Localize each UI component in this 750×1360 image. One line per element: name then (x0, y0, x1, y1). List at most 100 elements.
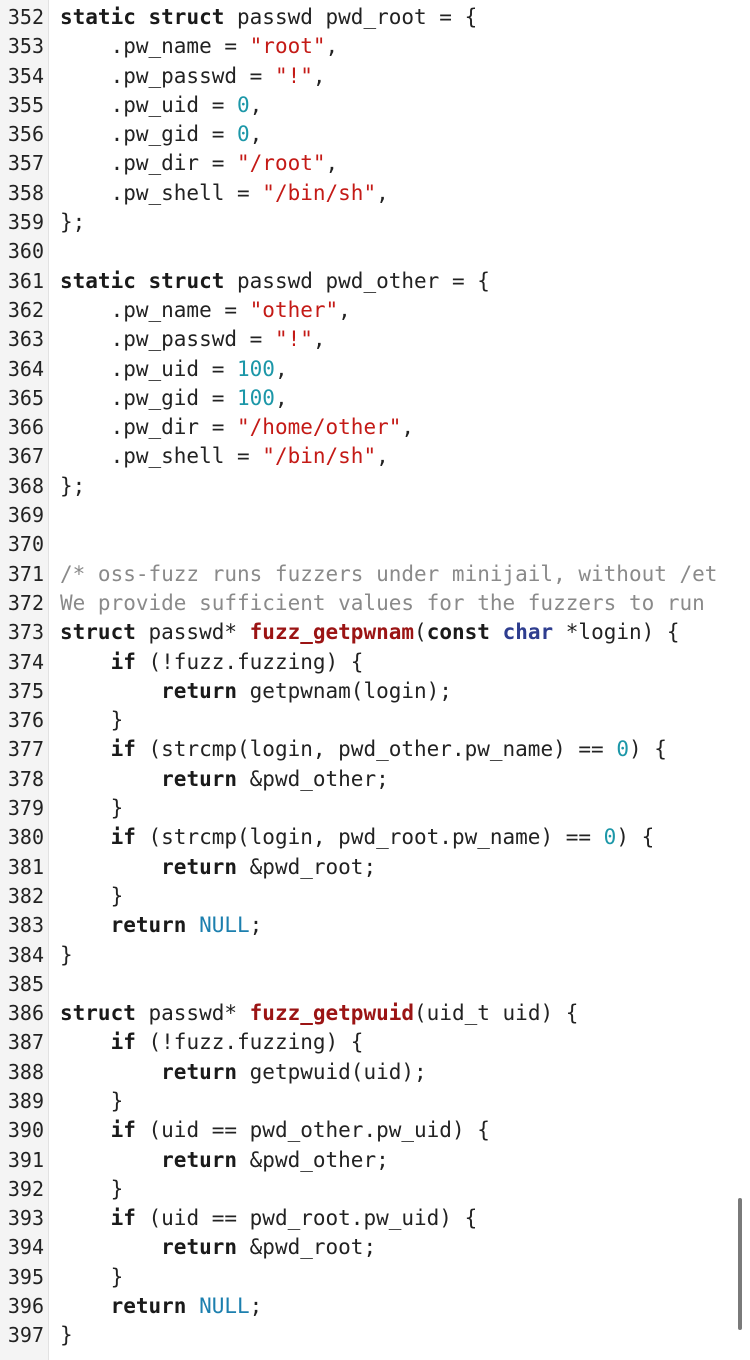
code-line[interactable]: 368}; (0, 472, 750, 501)
code-text: ( (414, 620, 427, 645)
code-text: (strcmp(login, pwd_other.pw_name) == (135, 737, 617, 762)
line-number: 356 (7, 122, 44, 147)
line-text: .pw_passwd = "!", (60, 325, 326, 354)
code-line[interactable]: 379 } (0, 794, 750, 823)
keyword-token: return (161, 766, 238, 791)
code-line[interactable]: 387 if (!fuzz.fuzzing) { (0, 1028, 750, 1057)
code-text: , (325, 151, 339, 176)
code-line[interactable]: 377 if (strcmp(login, pwd_other.pw_name)… (0, 735, 750, 764)
code-line[interactable]: 381 return &pwd_root; (0, 853, 750, 882)
line-text: .pw_shell = "/bin/sh", (60, 442, 389, 471)
line-number-gutter (0, 0, 49, 1360)
code-line[interactable]: 396 return NULL; (0, 1292, 750, 1321)
string-literal: "other" (249, 297, 339, 322)
code-line[interactable]: 380 if (strcmp(login, pwd_root.pw_name) … (0, 823, 750, 852)
code-text: .pw_uid = (60, 92, 238, 117)
line-number: 363 (7, 327, 44, 352)
code-line[interactable]: 375 return getpwnam(login); (0, 677, 750, 706)
code-line[interactable]: 358 .pw_shell = "/bin/sh", (0, 179, 750, 208)
code-line[interactable]: 393 if (uid == pwd_root.pw_uid) { (0, 1204, 750, 1233)
code-line[interactable]: 388 return getpwuid(uid); (0, 1058, 750, 1087)
code-line[interactable]: 389 } (0, 1087, 750, 1116)
code-text: .pw_gid = (60, 385, 238, 410)
code-line[interactable]: 394 return &pwd_root; (0, 1233, 750, 1262)
line-number: 392 (7, 1176, 44, 1201)
code-line[interactable]: 395 } (0, 1263, 750, 1292)
line-text: struct passwd* fuzz_getpwnam(const char … (60, 618, 680, 647)
line-text: struct passwd* fuzz_getpwuid(uid_t uid) … (60, 999, 578, 1028)
code-line[interactable]: 397} (0, 1321, 750, 1350)
code-line[interactable]: 369 (0, 501, 750, 530)
code-line[interactable]: 383 return NULL; (0, 911, 750, 940)
line-text: if (uid == pwd_other.pw_uid) { (60, 1116, 490, 1145)
code-line[interactable]: 355 .pw_uid = 0, (0, 91, 750, 120)
code-line[interactable]: 364 .pw_uid = 100, (0, 355, 750, 384)
code-line[interactable]: 359}; (0, 208, 750, 237)
code-line[interactable]: 367 .pw_shell = "/bin/sh", (0, 442, 750, 471)
code-text: .pw_dir = (60, 151, 238, 176)
function-name: fuzz_getpwnam (249, 620, 415, 645)
code-line[interactable]: 384} (0, 941, 750, 970)
code-line[interactable]: 390 if (uid == pwd_other.pw_uid) { (0, 1116, 750, 1145)
line-text: } (60, 941, 73, 970)
line-text: } (60, 706, 124, 735)
line-text: .pw_uid = 100, (60, 355, 288, 384)
keyword-token: return (161, 1235, 238, 1260)
string-literal: "/bin/sh" (262, 444, 377, 469)
code-line[interactable]: 362 .pw_name = "other", (0, 296, 750, 325)
code-text: &pwd_root; (237, 854, 377, 879)
code-line[interactable]: 382 } (0, 882, 750, 911)
code-text: getpwuid(uid); (237, 1059, 427, 1084)
code-line[interactable]: 392 } (0, 1175, 750, 1204)
null-constant: NULL (199, 1294, 250, 1319)
code-text: } (60, 1088, 124, 1113)
number-literal: 0 (237, 92, 250, 117)
line-number: 382 (7, 883, 44, 908)
line-number: 376 (7, 708, 44, 733)
number-literal: 100 (237, 385, 275, 410)
code-line[interactable]: 356 .pw_gid = 0, (0, 120, 750, 149)
keyword-token: static (60, 268, 136, 293)
line-text: .pw_passwd = "!", (60, 62, 326, 91)
string-literal: "!" (274, 327, 313, 352)
code-line[interactable]: 353 .pw_name = "root", (0, 32, 750, 61)
code-text: , (338, 297, 351, 322)
line-number: 387 (7, 1030, 44, 1055)
line-text: /* oss-fuzz runs fuzzers under minijail,… (60, 560, 717, 589)
line-number: 394 (7, 1235, 44, 1260)
code-line[interactable]: 363 .pw_passwd = "!", (0, 325, 750, 354)
code-line[interactable]: 357 .pw_dir = "/root", (0, 149, 750, 178)
code-line[interactable]: 374 if (!fuzz.fuzzing) { (0, 648, 750, 677)
line-number: 385 (7, 971, 44, 996)
code-line[interactable]: 370 (0, 530, 750, 559)
code-text: passwd* (135, 620, 250, 645)
code-text (60, 737, 111, 761)
code-line[interactable]: 366 .pw_dir = "/home/other", (0, 413, 750, 442)
code-line[interactable]: 376 } (0, 706, 750, 735)
code-text: , (249, 92, 263, 117)
string-literal: "/home/other" (237, 415, 402, 440)
code-line[interactable]: 391 return &pwd_other; (0, 1146, 750, 1175)
line-number: 364 (7, 356, 44, 381)
string-literal: "root" (249, 34, 326, 59)
code-text: .pw_uid = (60, 356, 238, 381)
code-line[interactable]: 365 .pw_gid = 100, (0, 384, 750, 413)
code-line[interactable]: 385 (0, 970, 750, 999)
line-number: 383 (7, 913, 44, 938)
code-line[interactable]: 371/* oss-fuzz runs fuzzers under minija… (0, 560, 750, 589)
code-text: .pw_passwd = (60, 63, 275, 88)
keyword-token: return (161, 854, 238, 879)
code-line[interactable]: 360 (0, 237, 750, 266)
code-line[interactable]: 354 .pw_passwd = "!", (0, 62, 750, 91)
vertical-scrollbar[interactable] (738, 1198, 742, 1330)
code-line[interactable]: 378 return &pwd_other; (0, 765, 750, 794)
line-text: return getpwuid(uid); (60, 1058, 427, 1087)
line-number: 360 (7, 239, 44, 264)
